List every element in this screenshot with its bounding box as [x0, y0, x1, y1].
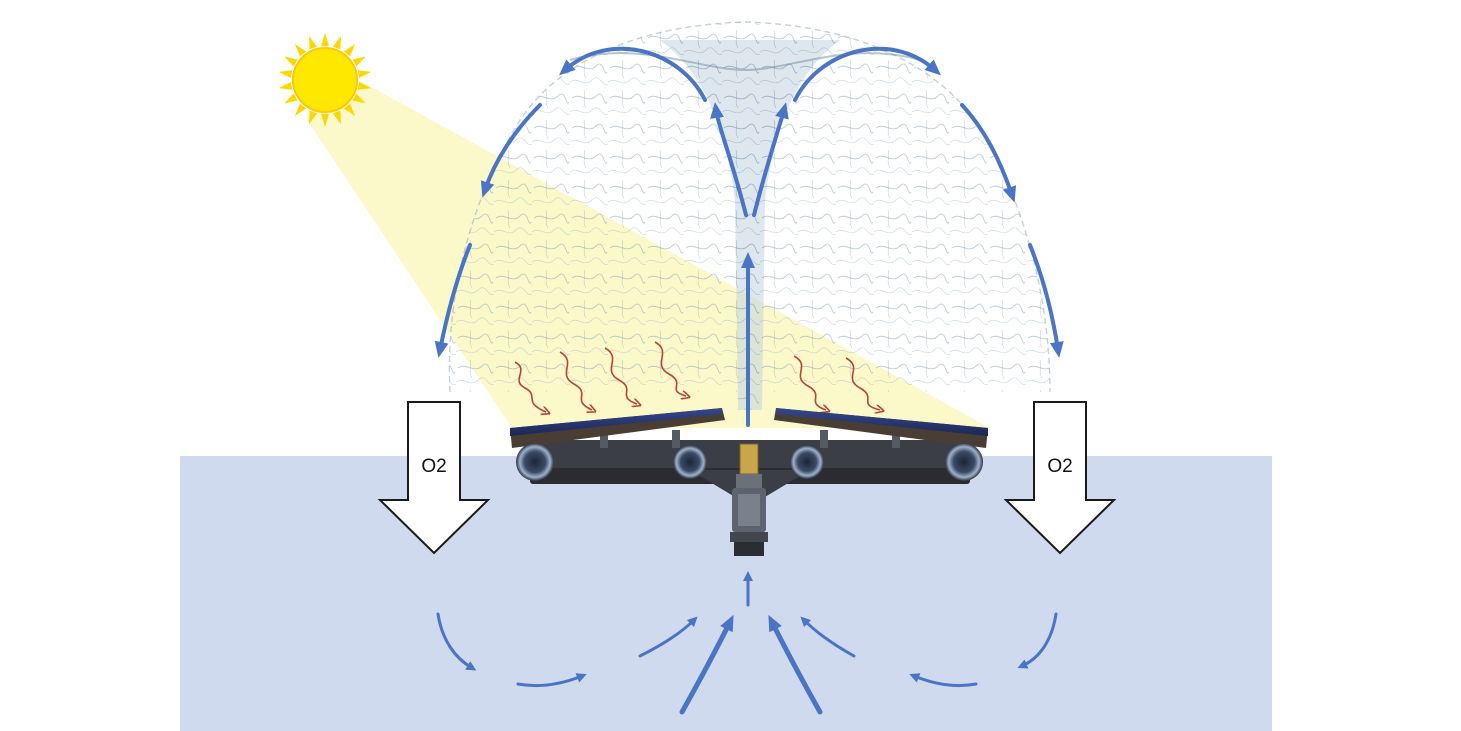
circulation-arrows-main — [679, 614, 823, 715]
o2-label-left: O2 — [421, 456, 446, 477]
down-arrow-icon — [1003, 401, 1117, 555]
nozzle — [739, 443, 759, 475]
flow-arrow — [1028, 243, 1064, 358]
down-arrow-icon — [377, 401, 491, 555]
curved-arrow-icon — [436, 612, 477, 671]
o2-label-right: O2 — [1047, 456, 1072, 477]
flow-arrow — [710, 102, 748, 217]
curved-arrow-icon — [679, 614, 734, 715]
curved-arrow-icon — [516, 673, 587, 688]
curved-arrow-icon — [909, 673, 978, 688]
wavy-arrow-icon — [559, 351, 592, 410]
fountain-flow-arrows — [434, 46, 1064, 427]
curved-arrow-icon — [638, 616, 698, 658]
curved-arrow-icon — [1017, 612, 1058, 669]
water-spray — [448, 21, 1051, 410]
wavy-arrow-icon — [793, 355, 826, 410]
flow-arrow — [434, 243, 472, 358]
pipe-end — [673, 445, 707, 479]
flow-arrow — [960, 103, 1017, 203]
water-body — [180, 456, 1272, 731]
flow-arrow — [793, 46, 941, 102]
sun-icon — [278, 33, 372, 127]
solar-panel-right — [774, 408, 988, 448]
flow-arrow — [480, 103, 542, 198]
pipe-end — [790, 445, 824, 479]
curved-arrow-icon — [768, 614, 823, 715]
circulation-arrows — [436, 571, 1058, 688]
wavy-arrow-icon — [514, 361, 546, 412]
flow-arrow — [752, 102, 789, 217]
o2-arrow-left: O2 — [377, 401, 491, 555]
pump-unit — [730, 443, 768, 556]
wavy-arrow-icon — [654, 341, 686, 396]
wavy-arrow-icon — [845, 357, 880, 410]
wavy-arrow-icon — [604, 347, 637, 404]
pipe-end — [945, 443, 983, 481]
heat-arrows — [514, 341, 880, 412]
curved-arrow-icon — [800, 616, 856, 658]
solar-panel-left — [510, 408, 725, 448]
flow-arrow — [559, 46, 707, 102]
float-pipes — [516, 443, 983, 481]
pipe-end — [516, 443, 554, 481]
o2-arrow-right: O2 — [1003, 401, 1117, 555]
